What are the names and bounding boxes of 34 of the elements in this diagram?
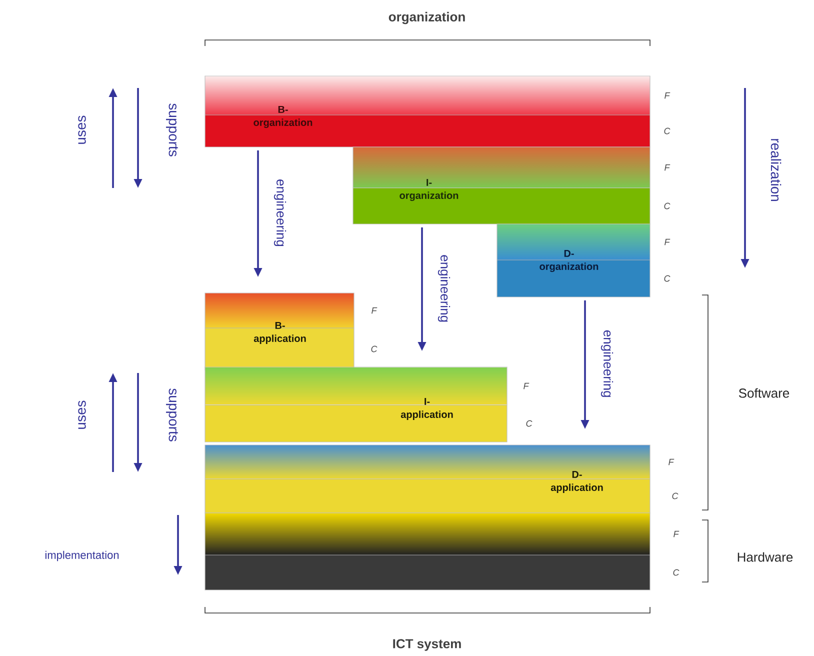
band-letter: F [372, 307, 378, 314]
label: realization [770, 139, 782, 201]
label: uses [78, 116, 86, 144]
label: uses [78, 400, 86, 429]
label: Software [738, 388, 790, 398]
layer-block: D- organization [496, 224, 650, 298]
band-letter: F [674, 530, 680, 538]
edge-label: engineering [438, 255, 450, 322]
band-letter: F [664, 164, 670, 171]
layer-block: B- organization [204, 76, 650, 148]
layer-block: I- organization [352, 146, 650, 224]
layer-block: I- application [204, 366, 508, 442]
label: implementation [45, 550, 119, 562]
label: supports [166, 388, 178, 442]
band-letter: C [526, 420, 532, 427]
band-letter: C [672, 492, 678, 500]
label: organization [388, 12, 465, 24]
layer-block: D- application [204, 444, 650, 514]
edge-label: engineering [274, 180, 286, 246]
label: supports [166, 104, 178, 156]
label: ICT system [393, 639, 461, 651]
layer-block: B- application [204, 292, 354, 370]
band-letter: C [664, 202, 670, 210]
band-letter: F [668, 458, 674, 466]
band-letter: F [664, 92, 670, 99]
band-letter: C [664, 275, 670, 282]
layer-block [204, 512, 650, 590]
edge-label: engineering [600, 330, 614, 397]
band-letter: F [524, 382, 530, 390]
label: Hardware [738, 552, 793, 562]
band-letter: C [664, 128, 670, 134]
band-letter: F [664, 238, 670, 246]
band-letter: C [673, 569, 680, 576]
band-letter: C [371, 346, 378, 352]
